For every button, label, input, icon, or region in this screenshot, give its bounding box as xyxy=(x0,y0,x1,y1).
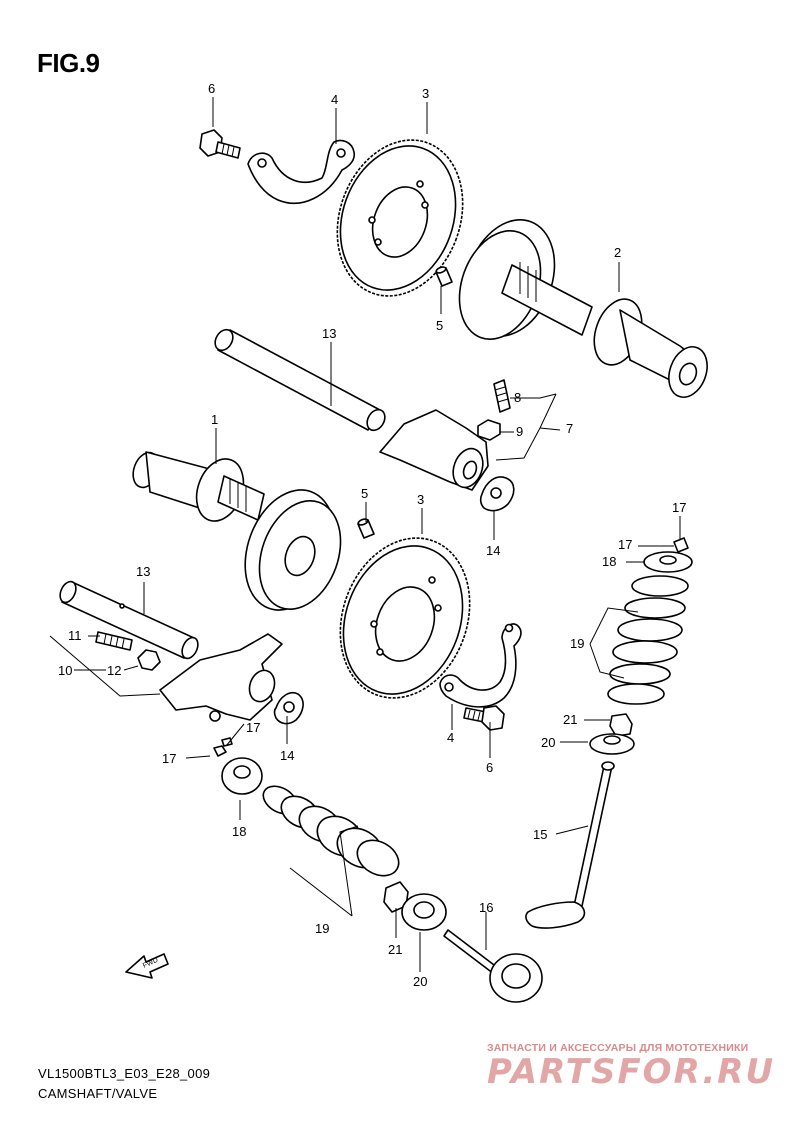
callout-17-right-top: 17 xyxy=(672,500,686,515)
leader-lines xyxy=(49,97,681,972)
callout-15: 15 xyxy=(533,827,547,842)
callout-14-lower: 14 xyxy=(280,748,294,763)
watermark-logo: PARTSFOR.RU xyxy=(487,1052,776,1092)
callout-1: 1 xyxy=(211,412,218,427)
callout-5-top: 5 xyxy=(436,318,443,333)
retainer-18-right xyxy=(643,551,693,573)
callout-6-top: 6 xyxy=(208,81,215,96)
washer-14-upper xyxy=(479,476,515,512)
camshaft-1-middle xyxy=(132,451,342,611)
spring-19-right xyxy=(607,575,689,705)
figure-title: FIG.9 xyxy=(37,48,100,78)
callout-18-right: 18 xyxy=(602,554,616,569)
nut-12 xyxy=(137,649,161,671)
callout-4-top: 4 xyxy=(331,92,338,107)
rocker-shaft-13-lower xyxy=(59,580,199,660)
oil-seal-21-right xyxy=(609,713,633,737)
plate-4-top xyxy=(247,139,356,205)
rocker-arm-10 xyxy=(159,633,283,722)
callout-19-right: 19 xyxy=(570,636,584,651)
valve-15 xyxy=(525,761,615,929)
nut-9 xyxy=(477,419,501,441)
callout-20-lower: 20 xyxy=(413,974,427,989)
spring-19-lower xyxy=(262,785,400,877)
cotter-17-lower-a xyxy=(213,745,227,757)
pin-5-middle xyxy=(357,518,375,539)
callout-labels: 6 4 3 2 5 13 8 9 7 1 5 3 14 17 17 18 19 … xyxy=(58,81,686,989)
plate-4-middle xyxy=(439,623,522,708)
callout-2: 2 xyxy=(614,245,621,260)
callout-3-top: 3 xyxy=(422,86,429,101)
callout-21-right: 21 xyxy=(563,712,577,727)
bolt-6-middle xyxy=(463,705,505,731)
gear-3-top xyxy=(336,139,464,297)
callout-7: 7 xyxy=(566,421,573,436)
forward-arrow: FWD xyxy=(125,953,169,979)
cotter-17-lower-b xyxy=(221,737,233,747)
adjusting-screw-8 xyxy=(493,379,511,413)
callout-21-lower: 21 xyxy=(388,942,402,957)
callout-5-middle: 5 xyxy=(361,486,368,501)
callout-16: 16 xyxy=(479,900,493,915)
watermark-tagline: ЗАПЧАСТИ И АКСЕССУАРЫ ДЛЯ МОТОТЕХНИКИ xyxy=(487,1042,749,1054)
retainer-18-lower xyxy=(221,757,263,795)
callout-3-middle: 3 xyxy=(417,492,424,507)
callout-9: 9 xyxy=(516,424,523,439)
callout-20-right: 20 xyxy=(541,735,555,750)
callout-19-lower: 19 xyxy=(315,921,329,936)
callout-17-right: 17 xyxy=(618,537,632,552)
callout-8: 8 xyxy=(514,390,521,405)
callout-13-lower: 13 xyxy=(136,564,150,579)
spring-seat-20-lower xyxy=(401,893,447,931)
callout-12: 12 xyxy=(107,663,121,678)
callout-17-lower-right: 17 xyxy=(246,720,260,735)
callout-4-middle: 4 xyxy=(447,730,454,745)
callout-11: 11 xyxy=(68,628,82,643)
callout-6-middle: 6 xyxy=(486,760,493,775)
callout-18-lower: 18 xyxy=(232,824,246,839)
pin-5-top xyxy=(435,266,453,287)
camshaft-2-top xyxy=(458,219,708,398)
callout-14-upper: 14 xyxy=(486,543,500,558)
washer-14-lower xyxy=(273,692,304,725)
bolt-6-top xyxy=(199,129,241,159)
rocker-arm-7 xyxy=(379,409,489,491)
figure-code: VL1500BTL3_E03_E28_009 xyxy=(38,1066,211,1081)
cotter-17-right xyxy=(673,537,689,553)
valve-16 xyxy=(443,929,543,1003)
callout-10: 10 xyxy=(58,663,72,678)
rocker-shaft-13-top xyxy=(214,328,386,432)
spring-seat-20-right xyxy=(589,733,635,755)
gear-3-middle xyxy=(339,537,471,699)
figure-caption: CAMSHAFT/VALVE xyxy=(38,1086,158,1101)
callout-17-lower-left: 17 xyxy=(162,751,176,766)
adjusting-screw-11 xyxy=(95,631,133,651)
callout-13-top: 13 xyxy=(322,326,336,341)
